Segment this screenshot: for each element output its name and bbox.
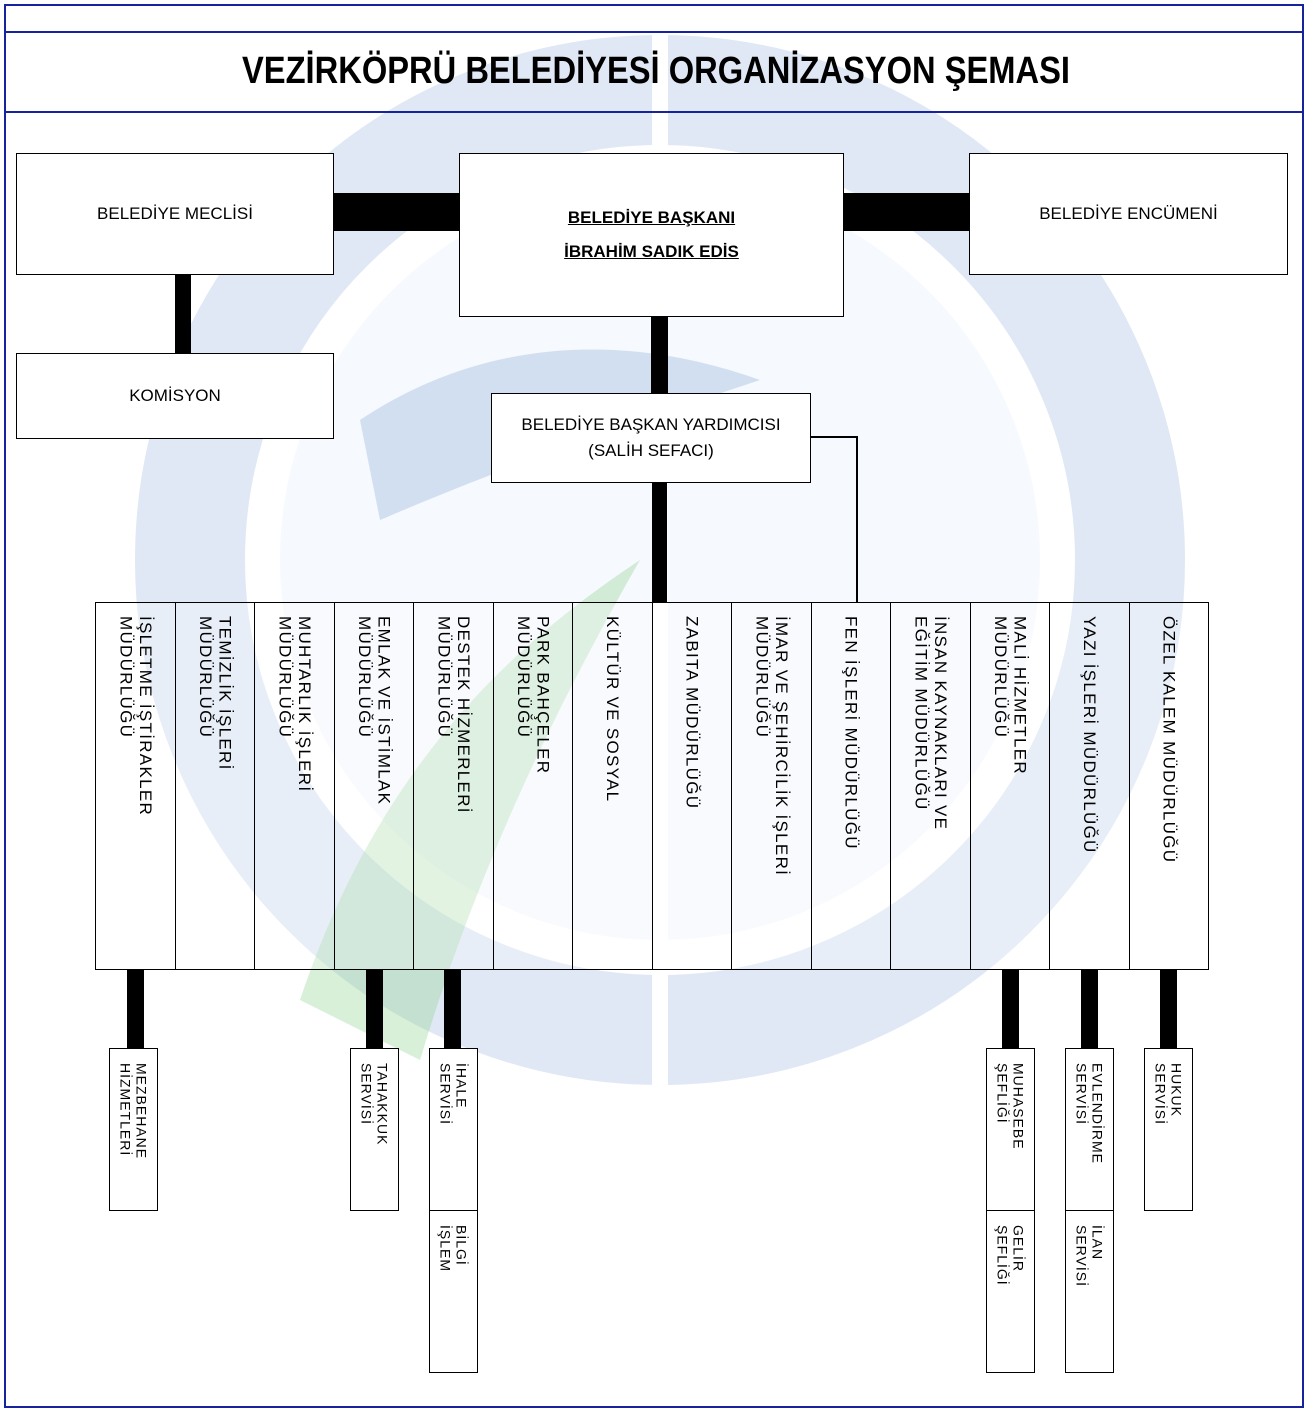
sub-label: GELİR ŞEFLİĞİ: [994, 1225, 1027, 1286]
dept-emlak-istimlak: EMLAK VE İSTİMLAK MÜDÜRLÜĞÜ: [335, 603, 414, 969]
connector-emlak-tahakkuk: [366, 969, 383, 1049]
dept-label: KÜLTÜR VE SOSYAL: [603, 616, 623, 803]
mayor-box: BELEDİYE BAŞKANI İBRAHİM SADIK EDİS: [459, 153, 844, 317]
connector-mayor-committee: [843, 193, 970, 231]
sub-ihale: İHALE SERVİSİ: [429, 1048, 478, 1211]
sub-label: İHALE SERVİSİ: [437, 1063, 470, 1125]
page-title: VEZİRKÖPRÜ BELEDİYESİ ORGANİZASYON ŞEMAS…: [241, 50, 1070, 92]
dept-mali-hizmetler: MALİ HİZMETLER MÜDÜRLÜĞÜ: [971, 603, 1050, 969]
connector-ozel-hukuk: [1160, 969, 1177, 1049]
connector-deputy-fen: [810, 436, 858, 438]
dept-label: FEN İŞLERİ MÜDÜRLÜĞÜ: [841, 616, 861, 850]
committee-box: BELEDİYE ENCÜMENİ: [969, 153, 1288, 275]
dept-insan-kaynaklari: İNSAN KAYNAKLARI VE EĞİTİM MÜDÜRLÜĞÜ: [891, 603, 971, 969]
sub-label: MEZBEHANE HİZMETLERİ: [117, 1063, 150, 1160]
connector-mali-muhasebe: [1002, 969, 1019, 1049]
sub-label: EVLENDİRME SERVİSİ: [1073, 1063, 1106, 1165]
commission-box: KOMİSYON: [16, 353, 334, 439]
dept-temizlik: TEMİZLİK İŞLERİ MÜDÜRLÜĞÜ: [176, 603, 255, 969]
dept-label: ÖZEL KALEM MÜDÜRLÜĞÜ: [1159, 616, 1179, 864]
sub-label: BİLGİ İŞLEM: [437, 1225, 470, 1273]
dept-label: YAZI İŞLERİ MÜDÜRLÜĞÜ: [1080, 616, 1100, 854]
sub-bilgi-islem: BİLGİ İŞLEM: [429, 1210, 478, 1373]
dept-label: EMLAK VE İSTİMLAK MÜDÜRLÜĞÜ: [354, 616, 394, 806]
dept-label: PARK BAHÇELER MÜDÜRLÜĞÜ: [513, 616, 553, 775]
dept-label: DESTEK HİZMERLERİ MÜDÜRLÜĞÜ: [434, 616, 473, 814]
council-label: BELEDİYE MECLİSİ: [97, 203, 253, 223]
commission-label: KOMİSYON: [129, 385, 221, 405]
connector-council-commission: [175, 274, 191, 354]
sub-ilan: İLAN SERVİSİ: [1065, 1210, 1114, 1373]
sub-tahakkuk: TAHAKKUK SERVİSİ: [350, 1048, 399, 1211]
deputy-title: BELEDİYE BAŞKAN YARDIMCISI: [521, 414, 781, 434]
dept-label: MALİ HİZMETLER MÜDÜRLÜĞÜ: [990, 616, 1030, 775]
connector-yazi-evlendirme: [1081, 969, 1098, 1049]
connector-deputy-fen-down: [856, 436, 858, 603]
dept-label: İMAR VE ŞEHİRCİLİK İŞLERİ MÜDÜRLÜĞÜ: [752, 616, 791, 877]
connector-destek-ihale: [444, 969, 461, 1049]
sub-muhasebe: MUHASEBE ŞEFLİĞİ: [986, 1048, 1035, 1211]
connector-deputy-departments: [652, 482, 667, 602]
page-frame: [4, 4, 1304, 1408]
dept-park-bahceler: PARK BAHÇELER MÜDÜRLÜĞÜ: [494, 603, 573, 969]
deputy-box: BELEDİYE BAŞKAN YARDIMCISI (SALİH SEFACI…: [491, 393, 811, 483]
dept-fen-isleri: FEN İŞLERİ MÜDÜRLÜĞÜ: [812, 603, 891, 969]
dept-yazi-isleri: YAZI İŞLERİ MÜDÜRLÜĞÜ: [1050, 603, 1130, 969]
dept-label: MUHTARLIK İŞLERİ MÜDÜRLÜĞÜ: [275, 616, 314, 793]
sub-label: TAHAKKUK SERVİSİ: [358, 1063, 391, 1146]
mayor-name: İBRAHİM SADIK EDİS: [564, 242, 739, 261]
sub-label: İLAN SERVİSİ: [1073, 1225, 1106, 1287]
committee-label: BELEDİYE ENCÜMENİ: [1039, 203, 1218, 223]
dept-label: TEMİZLİK İŞLERİ MÜDÜRLÜĞÜ: [195, 616, 235, 771]
dept-kultur-sosyal: KÜLTÜR VE SOSYAL: [573, 603, 653, 969]
connector-isletme-mezbahane: [127, 969, 144, 1049]
council-box: BELEDİYE MECLİSİ: [16, 153, 334, 275]
sub-hukuk: HUKUK SERVİSİ: [1144, 1048, 1193, 1211]
mayor-title: BELEDİYE BAŞKANI: [567, 207, 736, 227]
dept-label: İŞLETME İŞTİRAKLER MÜDÜRLÜĞÜ: [116, 616, 155, 817]
deputy-name: (SALİH SEFACI): [588, 441, 714, 460]
title-top-rule: [6, 31, 1304, 33]
sub-mezbahane: MEZBEHANE HİZMETLERİ: [109, 1048, 158, 1211]
sub-gelir: GELİR ŞEFLİĞİ: [986, 1210, 1035, 1373]
departments-row: İŞLETME İŞTİRAKLER MÜDÜRLÜĞÜ TEMİZLİK İŞ…: [95, 602, 1209, 970]
dept-ozel-kalem: ÖZEL KALEM MÜDÜRLÜĞÜ: [1130, 603, 1209, 969]
dept-muhtarlik: MUHTARLIK İŞLERİ MÜDÜRLÜĞÜ: [255, 603, 335, 969]
dept-label: ZABITA MÜDÜRLÜĞÜ: [682, 616, 702, 810]
connector-mayor-deputy: [651, 316, 668, 394]
title-bottom-rule: [6, 111, 1304, 113]
sub-label: HUKUK SERVİSİ: [1152, 1063, 1185, 1125]
connector-council-mayor: [333, 193, 460, 231]
sub-label: MUHASEBE ŞEFLİĞİ: [994, 1063, 1027, 1150]
sub-evlendirme: EVLENDİRME SERVİSİ: [1065, 1048, 1114, 1211]
dept-label: İNSAN KAYNAKLARI VE EĞİTİM MÜDÜRLÜĞÜ: [911, 616, 950, 831]
dept-isletme-istirakler: İŞLETME İŞTİRAKLER MÜDÜRLÜĞÜ: [96, 603, 176, 969]
dept-zabita: ZABITA MÜDÜRLÜĞÜ: [653, 603, 732, 969]
dept-imar-sehircilik: İMAR VE ŞEHİRCİLİK İŞLERİ MÜDÜRLÜĞÜ: [732, 603, 812, 969]
dept-destek-hizmetleri: DESTEK HİZMERLERİ MÜDÜRLÜĞÜ: [414, 603, 494, 969]
